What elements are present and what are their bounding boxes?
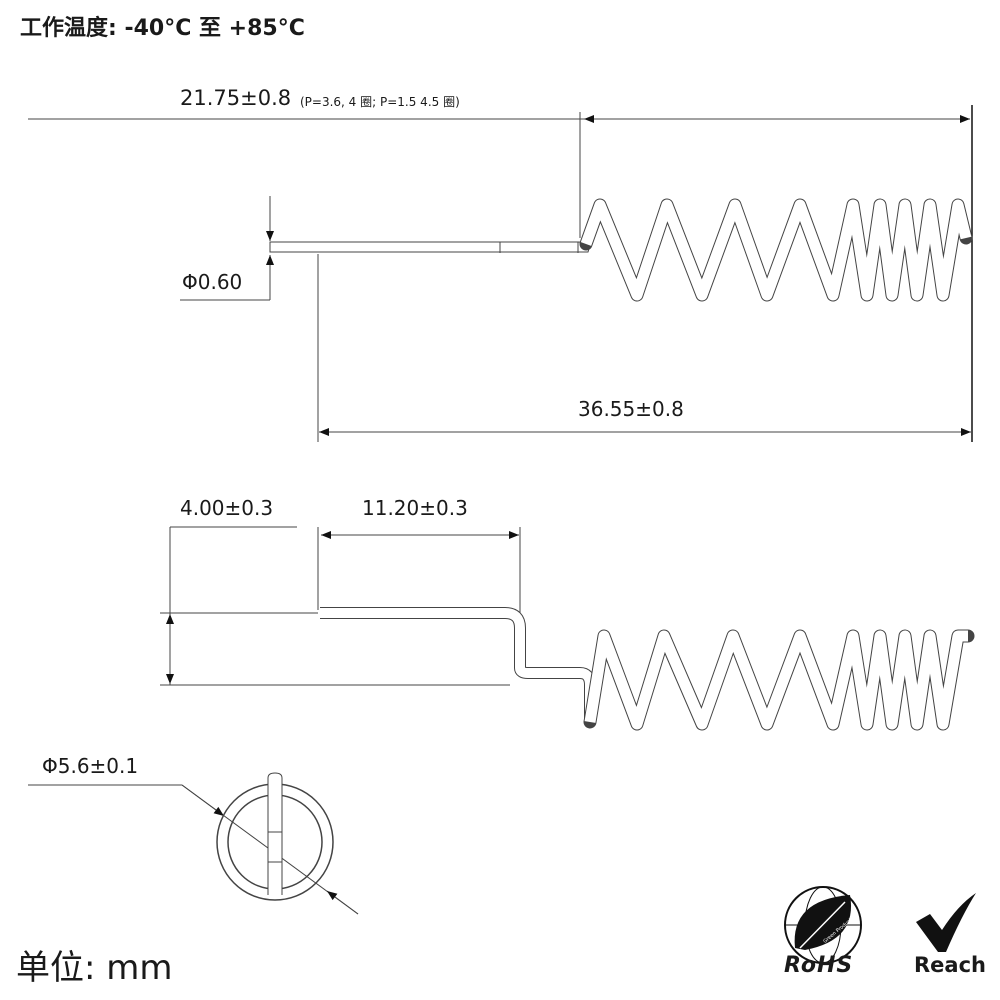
straight-length-dimension: 11.20±0.3 (362, 496, 468, 520)
offset-height-dimension: 4.00±0.3 (180, 496, 274, 520)
reach-label: Reach (914, 953, 986, 977)
rohs-label: RoHS (784, 953, 854, 978)
wire-diameter-dimension: Φ0.60 (182, 270, 243, 294)
coil-length-dimension: 21.75±0.8 (180, 86, 292, 110)
total-length-dimension: 36.55±0.8 (578, 397, 684, 421)
antenna-top-view (269, 198, 973, 302)
antenna-end-view (216, 772, 334, 901)
unit-label: 单位: mm (16, 948, 173, 988)
rohs-logo (784, 886, 862, 964)
coil-pitch-note: (P=3.6, 4 圈; P=1.5 4.5 圈) (300, 95, 460, 109)
operating-temperature-title: 工作温度: -40°C 至 +85°C (20, 16, 305, 41)
checkmark-icon (916, 893, 976, 952)
dimension-lines (28, 105, 973, 915)
antenna-side-view (320, 607, 975, 731)
coil-diameter-dimension: Φ5.6±0.1 (42, 754, 139, 778)
